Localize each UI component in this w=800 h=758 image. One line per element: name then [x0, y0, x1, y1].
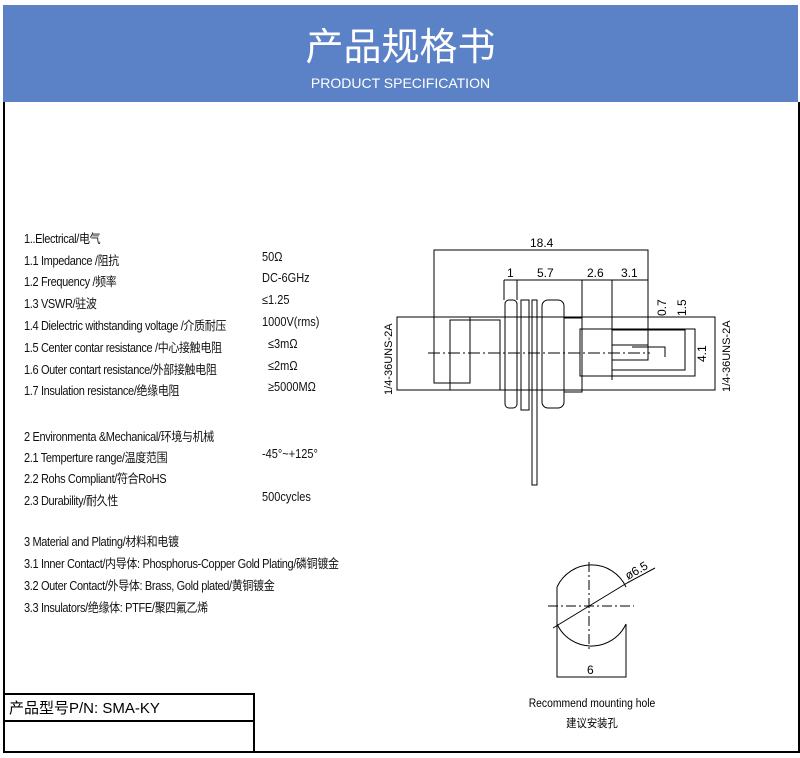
- thread-label-right: 1/4-36UNS-2A: [721, 320, 733, 392]
- spec-label: 1.4 Dielectric withstanding voltage /介质耐…: [24, 319, 227, 333]
- spec-label: 1.5 Center contar resistance /中心接触电阻: [24, 341, 222, 355]
- dim-2-6: 2.6: [587, 266, 604, 280]
- spec-label: 1.6 Outer contart resistance/外部接触电阻: [24, 363, 217, 377]
- part-number: 产品型号P/N: SMA-KY: [9, 700, 160, 717]
- dim-4-1: 4.1: [695, 345, 709, 362]
- page-title: 产品规格书: [305, 25, 496, 69]
- spec-label: 2.1 Temperture range/温度范围: [24, 451, 168, 465]
- spec-value: DC-6GHz: [262, 271, 310, 285]
- spec-label: 1.3 VSWR/驻波: [24, 297, 97, 311]
- thread-label-left: 1/4-36UNS-2A: [383, 323, 395, 395]
- spec-value: 50Ω: [262, 250, 283, 264]
- mounting-hole-drawing: ø6.5 6: [548, 558, 656, 678]
- spec-label: 1..Electrical/电气: [24, 232, 101, 246]
- spec-label: 1.2 Frequency /频率: [24, 275, 117, 289]
- spec-label: 1.1 Impedance /阻抗: [24, 254, 119, 268]
- hole-flat-width: 6: [587, 663, 594, 677]
- spec-label: 2.2 Rohs Compliant/符合RoHS: [24, 472, 167, 486]
- content-frame: [3, 102, 800, 753]
- spec-value: 500cycles: [262, 490, 311, 504]
- dim-1-5: 1.5: [675, 299, 689, 316]
- spec-label: 2.3 Durability/耐久性: [24, 494, 118, 508]
- spec-label: 1.7 Insulation resistance/绝缘电阻: [24, 384, 180, 398]
- spec-label: 2 Environmenta &Mechanical/环境与机械: [24, 430, 214, 444]
- spec-label: 3 Material and Plating/材料和电镀: [24, 535, 179, 549]
- spec-value: 1000V(rms): [262, 315, 320, 329]
- dim-1: 1: [507, 266, 514, 280]
- hole-diameter: ø6.5: [623, 558, 651, 582]
- page-subtitle: PRODUCT SPECIFICATION: [310, 75, 491, 91]
- spec-value: ≥5000MΩ: [268, 380, 316, 394]
- dim-5-7: 5.7: [537, 266, 554, 280]
- divider: [3, 720, 253, 722]
- spec-value: ≤1.25: [262, 293, 290, 307]
- spec-label: 3.1 Inner Contact/内导体: Phosphorus-Copper…: [24, 557, 339, 571]
- dim-0-7: 0.7: [655, 299, 669, 316]
- spec-value: ≤3mΩ: [268, 337, 298, 351]
- mounting-caption-en: Recommend mounting hole: [528, 698, 656, 710]
- dim-18-4: 18.4: [530, 236, 554, 250]
- spec-value: -45°~+125°: [262, 447, 318, 461]
- spec-value: ≤2mΩ: [268, 359, 298, 373]
- mounting-caption-zh: 建议安装孔: [566, 718, 618, 730]
- dim-3-1: 3.1: [621, 266, 638, 280]
- header-banner: 产品规格书 PRODUCT SPECIFICATION: [3, 5, 798, 102]
- spec-label: 3.2 Outer Contact/外导体: Brass, Gold plate…: [24, 579, 275, 593]
- part-number-box: 产品型号P/N: SMA-KY: [3, 693, 255, 752]
- spec-label: 3.3 Insulators/绝缘体: PTFE/聚四氟乙烯: [24, 601, 208, 615]
